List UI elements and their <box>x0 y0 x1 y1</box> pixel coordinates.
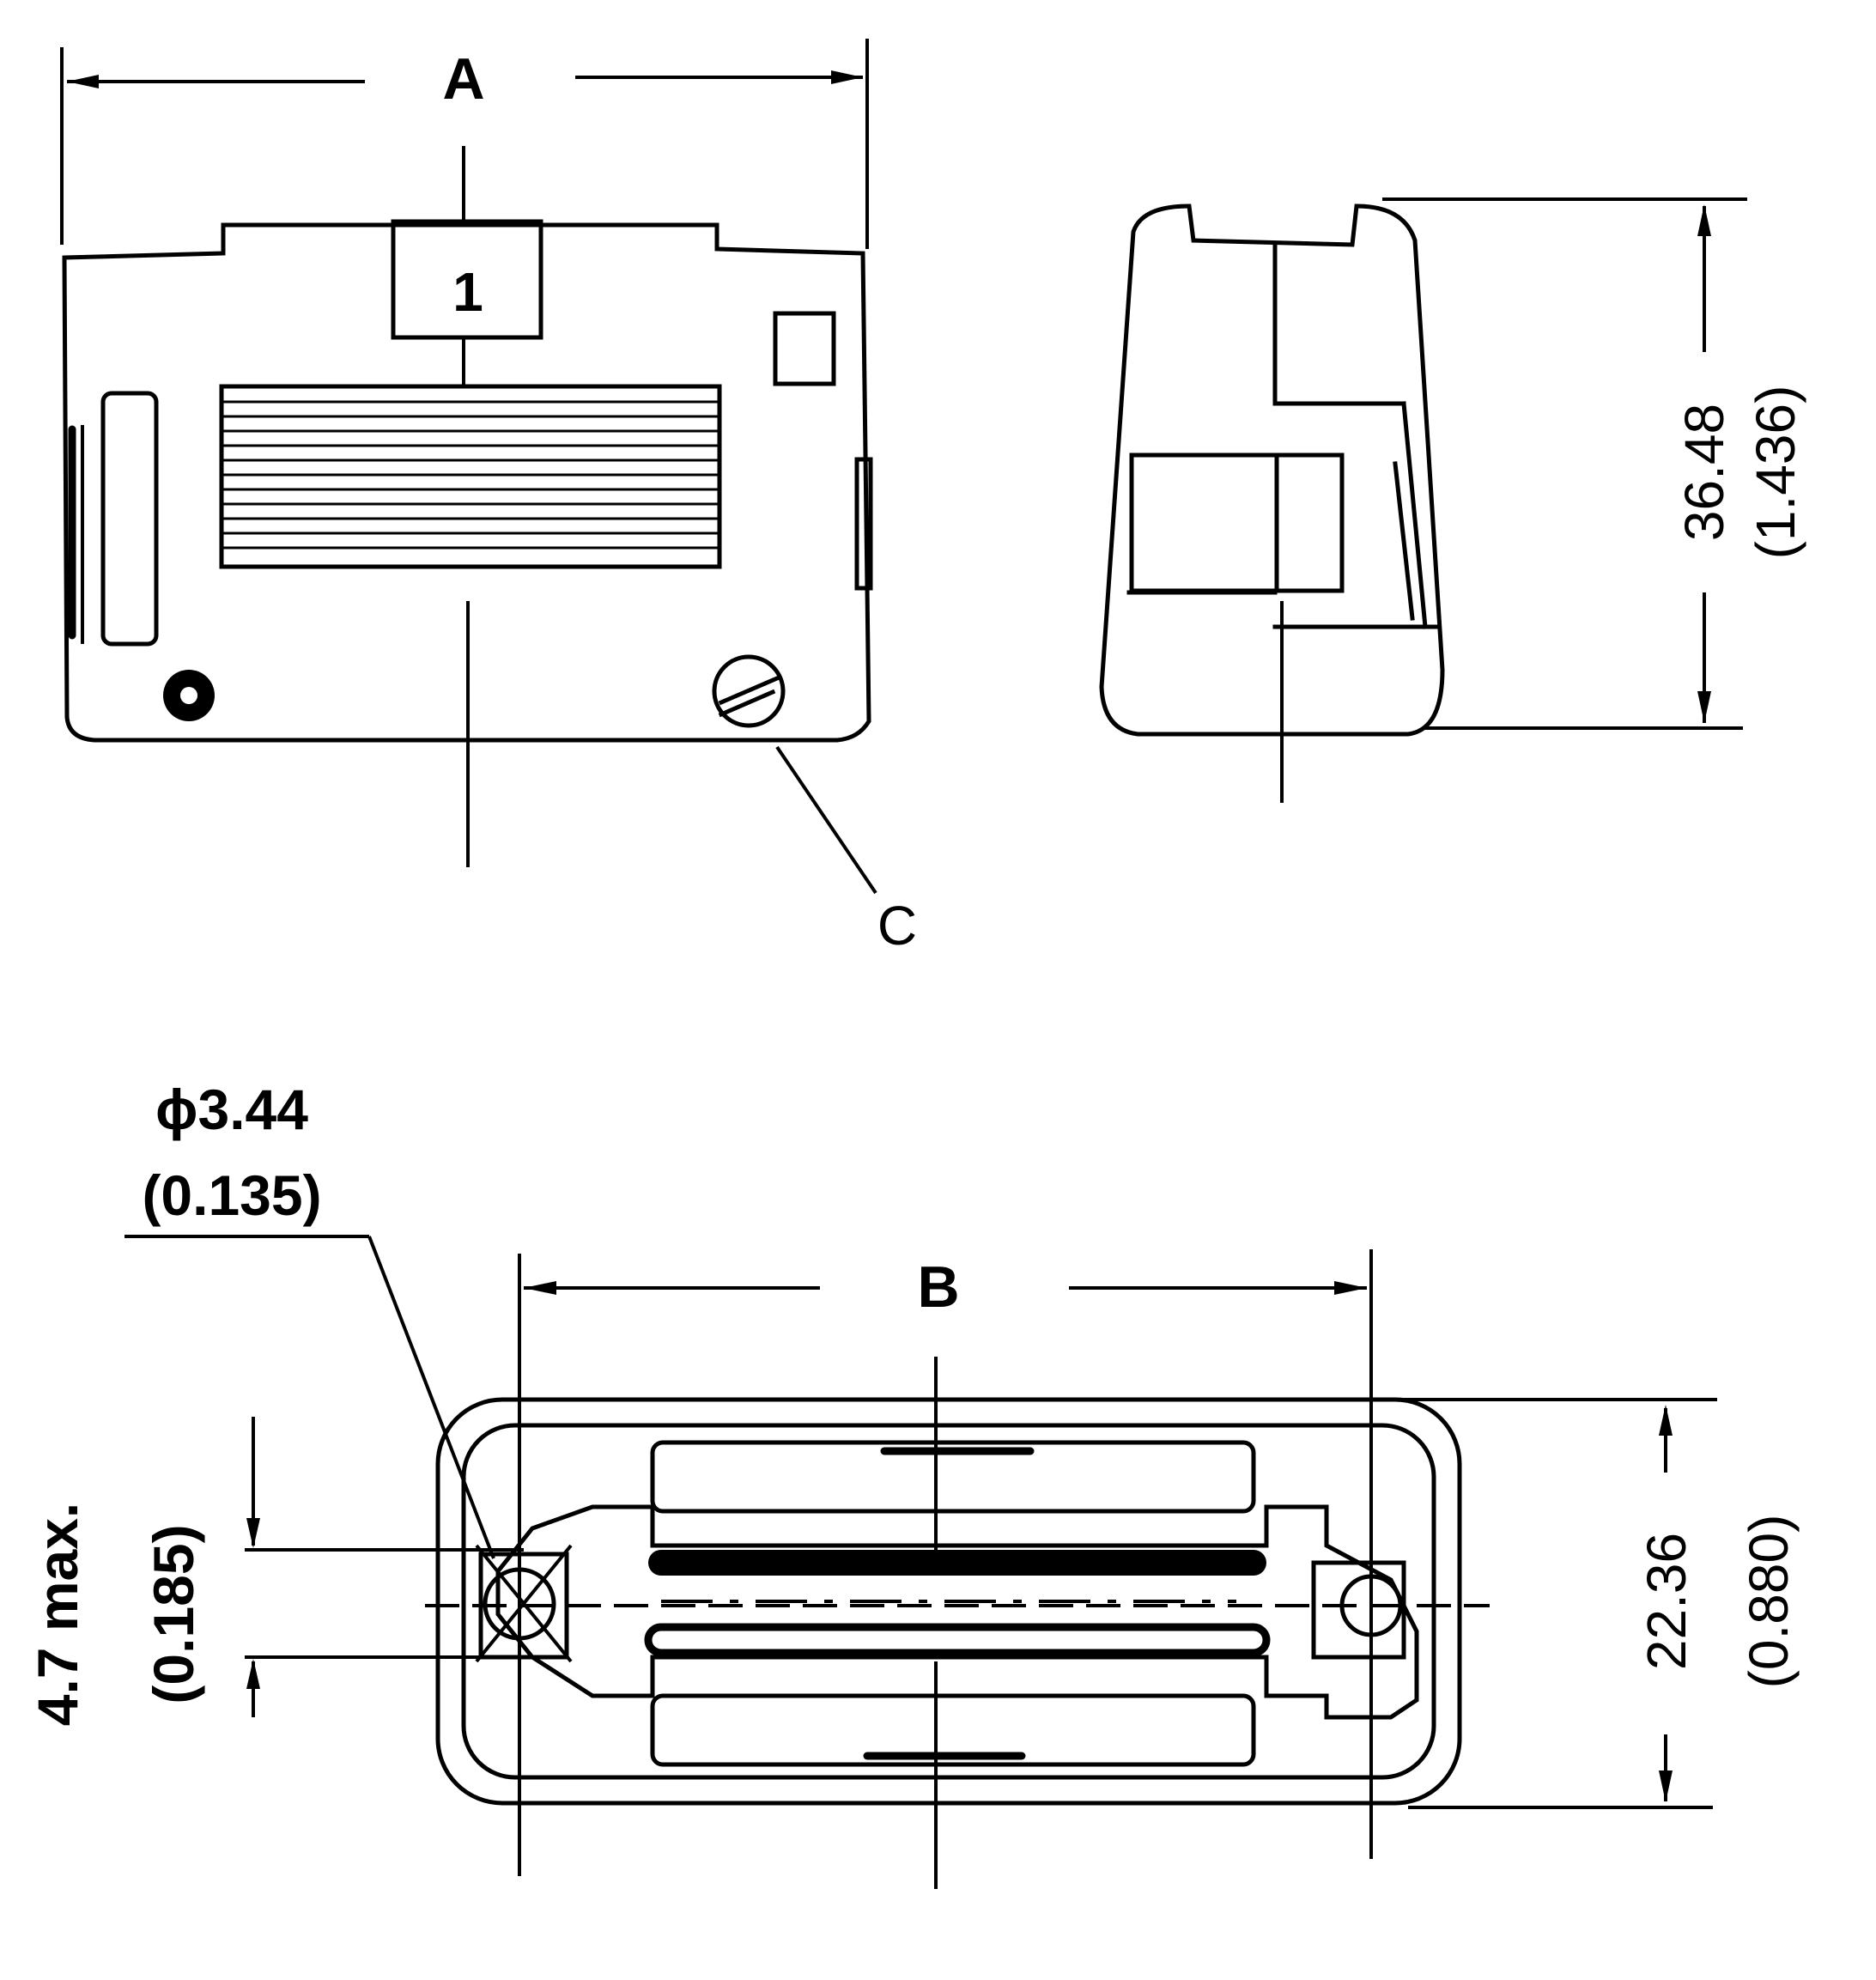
right-side-ridge <box>854 457 873 591</box>
dimension-b: B <box>518 1249 1373 1876</box>
leader-c <box>775 745 877 895</box>
plan-outer-shell <box>435 1397 1462 1806</box>
pin1-tab <box>391 219 543 340</box>
right-screw-icon <box>712 654 786 728</box>
hole-dia-mm: ϕ3.44 <box>155 1078 308 1141</box>
label-b: B <box>917 1254 959 1320</box>
left-slot <box>100 391 159 647</box>
hole-dia-in: (0.135) <box>142 1163 321 1227</box>
top-pad <box>650 1440 1256 1514</box>
dimension-width: 22.36 (0.880) <box>1374 1398 1800 1809</box>
pin1-marker: 1 <box>452 261 483 323</box>
contact-rail-top <box>648 1550 1266 1576</box>
side-window <box>1129 452 1345 593</box>
side-body-outline <box>1099 203 1445 737</box>
height-in: (1.436) <box>1745 386 1806 560</box>
dimension-a: A <box>60 39 869 249</box>
label-a: A <box>442 46 484 112</box>
ribbed-grip <box>219 384 722 569</box>
dimension-thickness: 4.7 max. (0.185) <box>26 1417 524 1726</box>
width-mm: 22.36 <box>1636 1533 1697 1670</box>
side-view: 36.48 (1.436) <box>1099 197 1806 803</box>
cavity-outline <box>495 1504 1419 1720</box>
dimension-hole-diameter: ϕ3.44 (0.135) <box>124 1078 495 1559</box>
thickness-in: (0.185) <box>142 1524 205 1704</box>
width-in: (0.880) <box>1738 1515 1800 1689</box>
dimension-height: 36.48 (1.436) <box>1382 197 1806 730</box>
plan-inner-shell <box>461 1423 1436 1780</box>
right-window <box>773 311 836 386</box>
contact-rail-bottom <box>644 1623 1271 1657</box>
bottom-pad <box>650 1693 1256 1767</box>
front-view: A 1 <box>60 39 917 957</box>
label-c: C <box>877 895 917 957</box>
right-mounting-hole <box>1311 1560 1406 1660</box>
height-mm: 36.48 <box>1673 404 1735 541</box>
grip-ribs <box>222 400 719 550</box>
plan-view: B <box>26 1078 1800 1889</box>
thickness-mm: 4.7 max. <box>26 1503 89 1727</box>
front-body-outline <box>62 222 871 743</box>
